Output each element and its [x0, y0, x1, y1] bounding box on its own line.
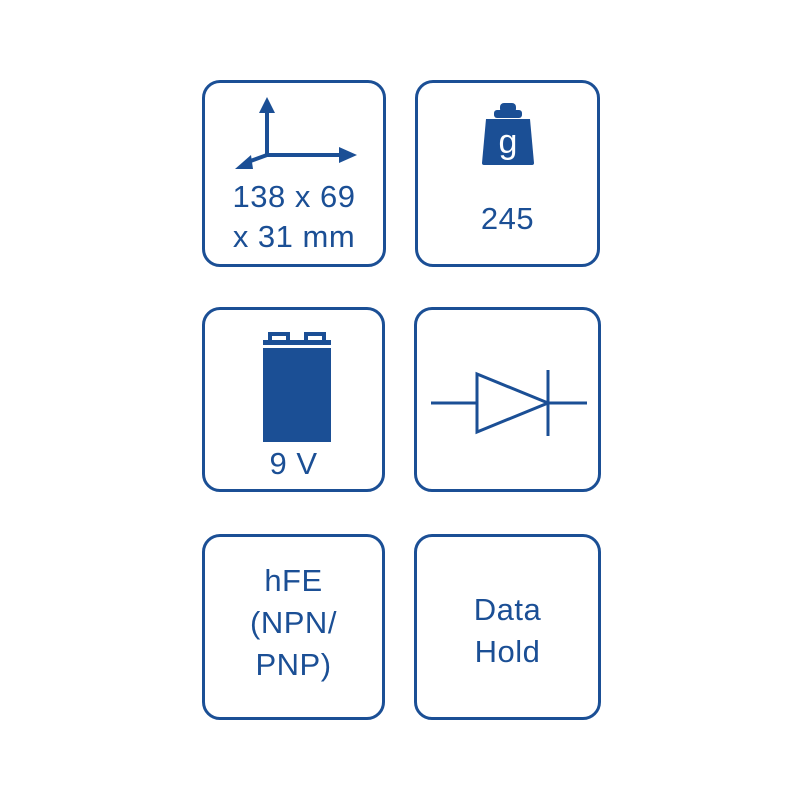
- weight-label: 245: [480, 201, 535, 236]
- battery-9v-icon: [263, 332, 331, 442]
- dimensions-tile: 138 x 69 x 31 mm: [202, 80, 386, 267]
- data-hold-tile: Data Hold: [414, 534, 601, 720]
- diode-icon: [431, 370, 587, 436]
- diode-tile: [414, 307, 601, 492]
- weight-icon-glyph: g: [499, 123, 518, 161]
- battery-label: 9 V: [269, 446, 318, 481]
- weight-tile: g 245: [415, 80, 600, 267]
- axes-3d-icon: [235, 97, 357, 169]
- hfe-tile: hFE (NPN/ PNP): [202, 534, 385, 720]
- dimensions-label: 138 x 69 x 31 mm: [232, 179, 356, 254]
- hfe-label: hFE (NPN/ PNP): [250, 563, 337, 682]
- data-hold-label: Data Hold: [473, 592, 542, 669]
- weight-g-icon: g: [482, 103, 534, 165]
- battery-tile: 9 V: [202, 307, 385, 492]
